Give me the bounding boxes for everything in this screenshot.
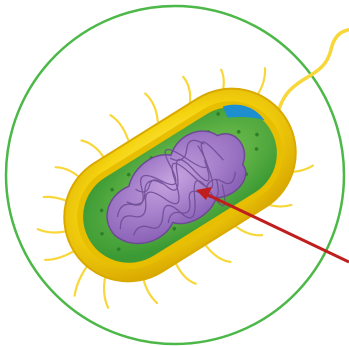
bacterium-diagram (0, 0, 349, 346)
bacterium-illustration (0, 0, 349, 346)
